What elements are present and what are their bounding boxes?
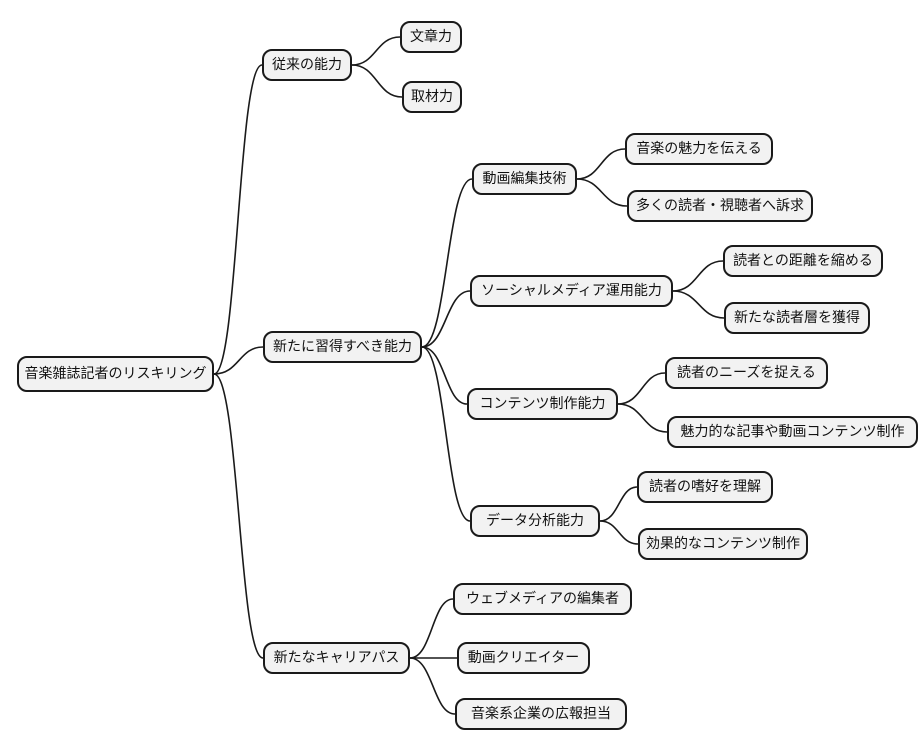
edge-video-to-audience xyxy=(576,178,628,207)
node-video-creator: 動画クリエイター xyxy=(457,642,590,674)
edge-video-to-appeal xyxy=(576,148,626,180)
node-understand-preferences: 読者の嗜好を理解 xyxy=(637,471,773,503)
node-capture-reader-needs: 読者のニーズを捉える xyxy=(665,357,828,389)
node-reporting-skill: 取材力 xyxy=(402,81,462,113)
edge-newskills-to-data-analysis xyxy=(421,346,471,522)
edge-data-to-preferences xyxy=(599,486,638,522)
edge-data-to-effective xyxy=(599,520,639,545)
node-appeal-to-audience: 多くの読者・視聴者へ訴求 xyxy=(627,190,813,222)
node-video-editing: 動画編集技術 xyxy=(472,163,577,195)
edge-content-to-attractive xyxy=(617,403,668,433)
node-traditional-abilities: 従来の能力 xyxy=(262,49,352,81)
node-convey-music-appeal: 音楽の魅力を伝える xyxy=(625,133,773,165)
edge-root-to-traditional xyxy=(213,64,263,375)
node-career-paths: 新たなキャリアパス xyxy=(263,642,410,674)
edge-traditional-to-writing xyxy=(351,36,401,66)
node-closer-to-readers: 読者との距離を縮める xyxy=(723,245,883,277)
node-music-company-pr: 音楽系企業の広報担当 xyxy=(455,698,627,730)
edge-root-to-career-paths xyxy=(213,373,264,659)
node-attractive-content: 魅力的な記事や動画コンテンツ制作 xyxy=(667,416,918,448)
edge-newskills-to-video-editing xyxy=(421,178,473,348)
node-content-creation: コンテンツ制作能力 xyxy=(467,388,618,420)
edge-career-to-web-editor xyxy=(409,598,454,659)
edge-traditional-to-reporting xyxy=(351,64,403,98)
edge-social-to-closer xyxy=(672,260,724,292)
edge-content-to-needs xyxy=(617,372,666,405)
edge-social-to-readership xyxy=(672,290,725,319)
node-data-analysis: データ分析能力 xyxy=(470,505,600,537)
edge-root-to-new-skills xyxy=(213,346,264,375)
node-new-skills: 新たに習得すべき能力 xyxy=(263,331,422,363)
edge-newskills-to-content-creation xyxy=(421,346,468,405)
node-new-readership: 新たな読者層を獲得 xyxy=(724,302,870,334)
node-root: 音楽雑誌記者のリスキリング xyxy=(17,356,214,392)
node-writing-skill: 文章力 xyxy=(400,21,462,53)
node-web-media-editor: ウェブメディアの編集者 xyxy=(453,583,632,615)
edge-newskills-to-social-media xyxy=(421,290,471,348)
node-social-media: ソーシャルメディア運用能力 xyxy=(470,275,673,307)
node-effective-content: 効果的なコンテンツ制作 xyxy=(638,528,808,560)
edge-career-to-music-pr xyxy=(409,657,456,715)
